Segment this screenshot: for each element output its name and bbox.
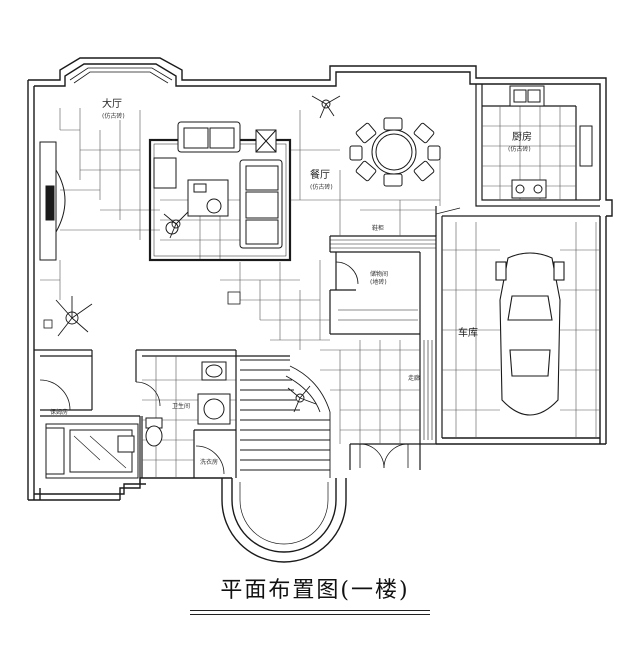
room-label-hall-side: 走廊 bbox=[408, 374, 420, 382]
room-sub-kitchen: (仿古砖) bbox=[508, 145, 531, 153]
car-icon bbox=[495, 252, 565, 416]
bathroom-fixtures bbox=[145, 361, 231, 447]
room-label-living: 大厅 bbox=[102, 97, 122, 110]
storage-cabinet bbox=[330, 239, 436, 440]
room-label-storage: 储物间 bbox=[370, 270, 388, 278]
plan-title: 平面布置图(一楼) bbox=[220, 578, 410, 603]
front-bay bbox=[221, 478, 347, 563]
bed-icon bbox=[45, 423, 139, 479]
room-sub-living: (仿古砖) bbox=[102, 112, 125, 120]
plant-icon bbox=[55, 95, 341, 413]
room-labels: 大厅 (仿古砖) 餐厅 (仿古砖) 厨房 (仿古砖) 车库 储物间 (地砖) 保… bbox=[50, 97, 532, 466]
tv-cabinet bbox=[39, 141, 66, 261]
dining-table bbox=[349, 117, 441, 187]
room-label-cabinet: 鞋柜 bbox=[372, 224, 384, 232]
room-sub-storage: (地砖) bbox=[370, 278, 387, 286]
bay-window-top bbox=[69, 67, 173, 84]
room-label-bedroom: 保姆房 bbox=[50, 408, 68, 416]
floor-markers bbox=[43, 291, 241, 329]
room-label-kitchen: 厨房 bbox=[512, 130, 532, 143]
living-room-furniture bbox=[148, 121, 292, 262]
entrance-door bbox=[359, 443, 409, 469]
door-swings bbox=[39, 207, 461, 475]
title-underline bbox=[190, 610, 430, 611]
room-label-garage: 车库 bbox=[458, 326, 478, 339]
staircase bbox=[235, 356, 331, 478]
tile-grid bbox=[40, 106, 600, 478]
exterior-walls bbox=[27, 57, 613, 501]
room-label-toilet: 卫生间 bbox=[172, 402, 190, 410]
room-label-dining: 餐厅 bbox=[310, 168, 330, 181]
room-sub-dining: (仿古砖) bbox=[310, 183, 333, 191]
title-underline-double bbox=[190, 614, 430, 615]
kitchen-fixtures bbox=[509, 85, 593, 199]
room-label-laundry: 洗衣房 bbox=[200, 458, 218, 466]
